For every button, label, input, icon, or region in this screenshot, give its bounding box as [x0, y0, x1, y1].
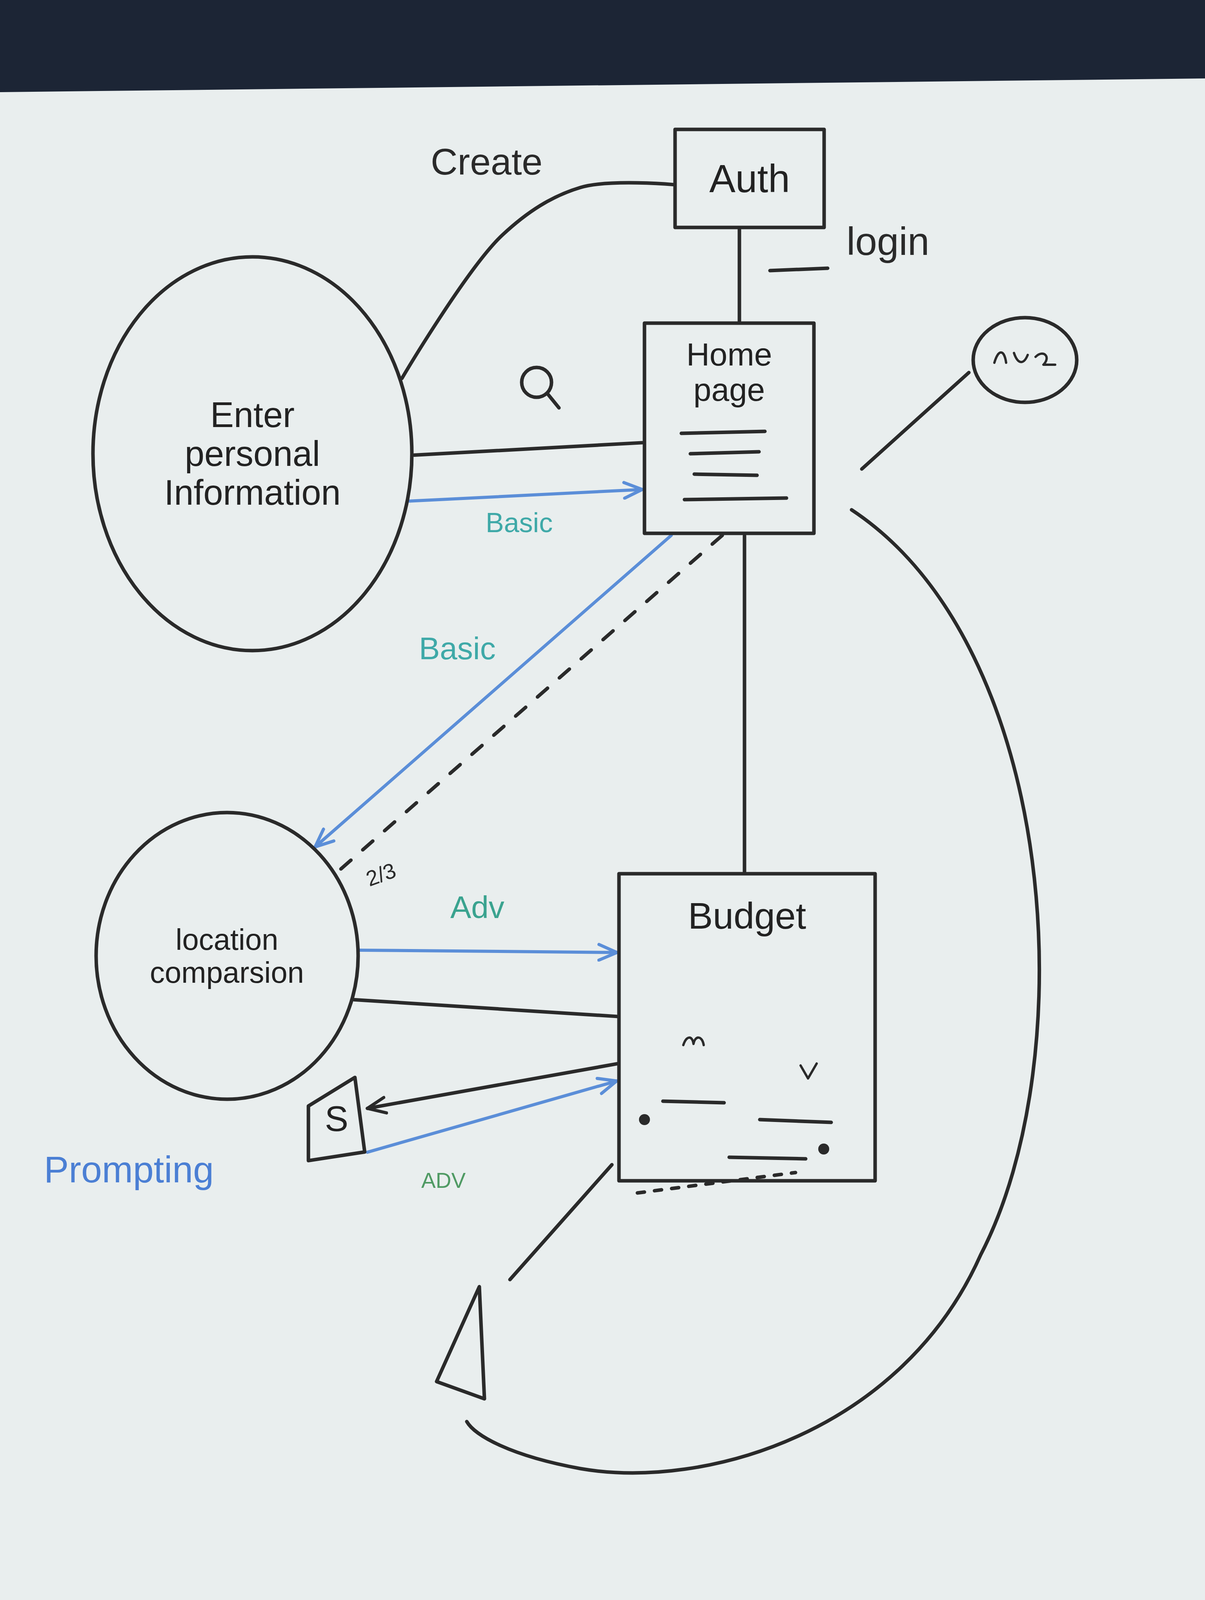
connector	[742, 535, 747, 872]
sketch-line	[662, 1101, 725, 1104]
circle-outline	[92, 256, 412, 651]
connector	[737, 229, 742, 321]
connector	[414, 442, 643, 456]
connector	[409, 489, 643, 502]
sketch-line	[729, 1157, 806, 1160]
circle-outline	[96, 812, 359, 1100]
connector	[402, 182, 674, 379]
annotation: Prompting	[40, 1149, 217, 1191]
edge-label: ADV	[418, 1168, 469, 1193]
triangle-shape	[436, 1286, 485, 1400]
sketch-line	[690, 451, 760, 454]
auth-box: Auth	[673, 127, 827, 230]
loop-line	[466, 509, 1040, 1474]
search-icon-handle	[547, 393, 559, 408]
node-label: S	[324, 1099, 349, 1139]
dotted-line	[637, 1172, 796, 1194]
connector	[336, 535, 723, 874]
dot	[818, 1143, 830, 1155]
board-frame	[0, 0, 1205, 93]
edge-label: login	[843, 219, 933, 263]
box-outline	[644, 323, 814, 534]
connector	[360, 950, 618, 953]
page-box: Home page	[642, 321, 816, 536]
box-outline	[618, 873, 876, 1182]
node-label: Auth	[709, 156, 790, 201]
sketch-line	[861, 372, 969, 470]
edge-label: Adv	[447, 890, 508, 925]
connector	[314, 535, 672, 847]
process-circle: Enter personal Information	[91, 254, 414, 653]
leader-line	[769, 268, 828, 271]
connector	[367, 1081, 617, 1153]
node-label: Budget	[688, 895, 807, 937]
scribble	[800, 1063, 817, 1079]
edge-label: Create	[427, 141, 546, 183]
scribble	[994, 352, 1056, 365]
connector	[354, 999, 618, 1017]
sketch-line	[684, 498, 787, 500]
sketch-line	[694, 474, 758, 476]
note-outline	[308, 1077, 365, 1161]
edge-label: Basic	[482, 507, 556, 539]
sketch-line	[759, 1119, 832, 1123]
node-label: Enter personal Information	[146, 395, 359, 513]
connector	[367, 1064, 618, 1109]
process-circle: location comparsion	[94, 810, 361, 1102]
node-label: location comparsion	[140, 923, 314, 989]
dot	[638, 1114, 650, 1126]
box-outline	[675, 129, 825, 228]
sketch-line	[681, 431, 765, 434]
sketch-line	[509, 1164, 612, 1280]
annotation: 2/3	[359, 857, 403, 892]
node-label: Home page	[678, 336, 781, 408]
note-shape: S	[305, 1075, 368, 1163]
scribble	[683, 1037, 704, 1046]
small-circle	[973, 317, 1077, 403]
page-box: Budget	[617, 871, 878, 1184]
edge-label: Basic	[415, 631, 499, 667]
